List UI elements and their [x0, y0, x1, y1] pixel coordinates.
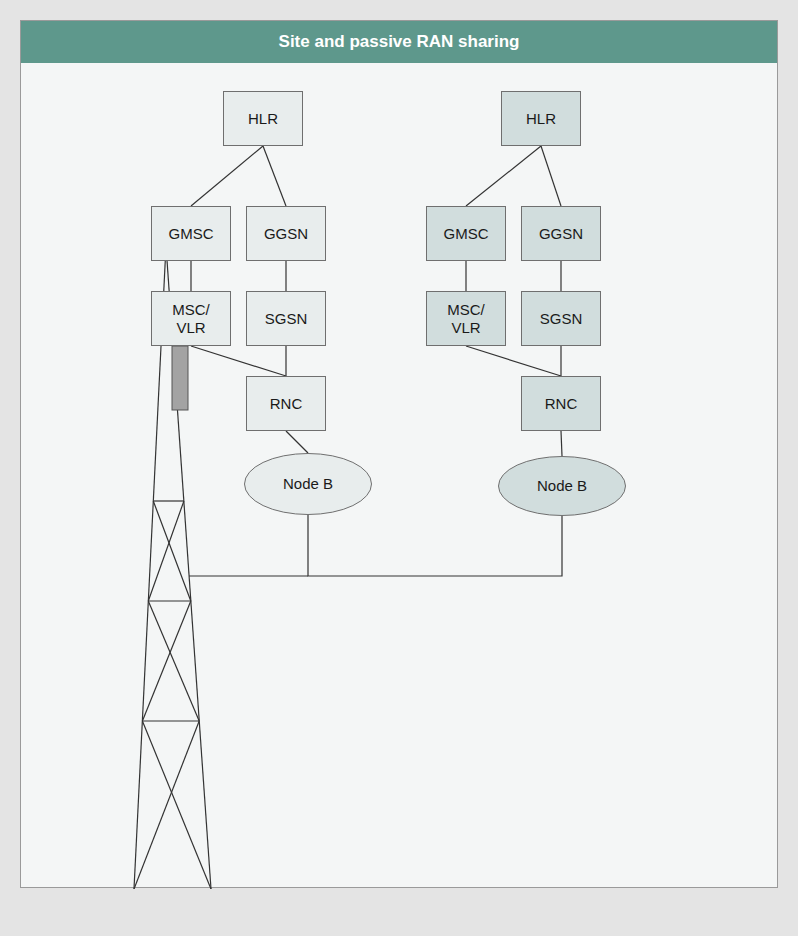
network-box: HLR — [501, 91, 581, 146]
network-box: GGSN — [521, 206, 601, 261]
title-text: Site and passive RAN sharing — [279, 32, 520, 52]
node-label: HLR — [248, 110, 278, 128]
connector-line — [286, 261, 287, 291]
node-ellipse: Node B — [498, 456, 626, 516]
connector-line — [561, 346, 562, 376]
connector-line — [466, 346, 561, 376]
connector-line — [308, 515, 562, 576]
connector-line — [561, 261, 562, 291]
node-label: HLR — [526, 110, 556, 128]
network-box: MSC/ VLR — [426, 291, 506, 346]
node-label: RNC — [270, 395, 303, 413]
node-label: Node B — [537, 477, 587, 495]
network-box: HLR — [223, 91, 303, 146]
connector-line — [191, 146, 263, 206]
connector-line — [466, 146, 541, 206]
connector-line — [191, 346, 286, 376]
connector-line — [191, 261, 192, 291]
network-box: SGSN — [521, 291, 601, 346]
node-label: GMSC — [169, 225, 214, 243]
network-box: GMSC — [426, 206, 506, 261]
node-label: SGSN — [265, 310, 308, 328]
network-box: GMSC — [151, 206, 231, 261]
connector-line — [466, 261, 467, 291]
connector-line — [263, 146, 286, 206]
node-label: GGSN — [264, 225, 308, 243]
network-box: RNC — [521, 376, 601, 431]
network-box: GGSN — [246, 206, 326, 261]
network-box: MSC/ VLR — [151, 291, 231, 346]
connector-line — [561, 431, 562, 456]
node-label: GMSC — [444, 225, 489, 243]
network-box: SGSN — [246, 291, 326, 346]
tower-illustration — [21, 21, 779, 889]
node-ellipse: Node B — [244, 453, 372, 515]
node-label: Node B — [283, 475, 333, 493]
connector-line — [541, 146, 561, 206]
connector-layer — [21, 21, 779, 889]
node-label: MSC/ VLR — [167, 301, 215, 337]
node-label: SGSN — [540, 310, 583, 328]
title-bar: Site and passive RAN sharing — [21, 21, 777, 63]
figure-panel: Site and passive RAN sharing HLR GMSC GGSN… — [20, 20, 778, 888]
node-label: RNC — [545, 395, 578, 413]
network-box: RNC — [246, 376, 326, 431]
connector-line — [286, 346, 287, 376]
node-label: MSC/ VLR — [442, 301, 490, 337]
node-label: GGSN — [539, 225, 583, 243]
connector-line — [286, 431, 308, 453]
